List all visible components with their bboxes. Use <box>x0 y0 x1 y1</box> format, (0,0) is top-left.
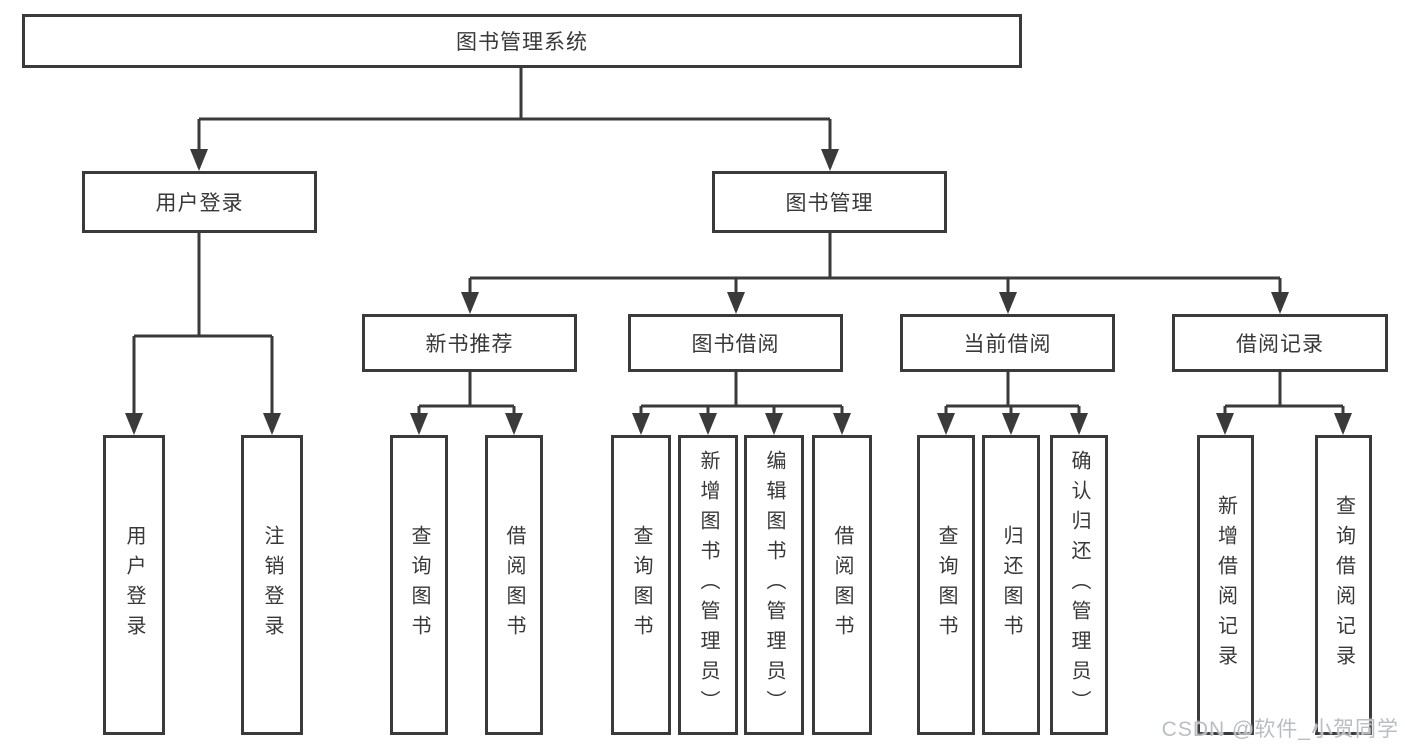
leaf-borrow-book-1: 借阅图书 <box>485 435 543 735</box>
node-book-mgmt: 图书管理 <box>712 171 947 233</box>
arrowhead <box>1334 413 1352 435</box>
leaf-confirm-return-label: 确认归还（管理员） <box>1068 450 1090 720</box>
edge-book-mgmt-stem <box>468 233 1282 311</box>
arrowhead <box>1216 413 1234 435</box>
leaf-query-borrow-record: 查询借阅记录 <box>1315 435 1372 735</box>
arrowhead <box>190 149 208 171</box>
node-root-label: 图书管理系统 <box>456 31 588 54</box>
leaf-user-login: 用户登录 <box>103 435 165 735</box>
leaf-logout: 注销登录 <box>241 435 303 735</box>
leaf-query-borrow-record-label: 查询借阅记录 <box>1332 495 1355 675</box>
node-borrow-record: 借阅记录 <box>1172 314 1388 372</box>
leaf-query-book-3-label: 查询图书 <box>935 525 957 645</box>
edge-root-stem <box>197 68 832 168</box>
node-book-borrow-label: 图书借阅 <box>691 333 780 356</box>
arrowhead <box>461 292 479 314</box>
node-user-login: 用户登录 <box>82 171 317 233</box>
node-user-login-label: 用户登录 <box>155 192 244 215</box>
leaf-query-book-1: 查询图书 <box>390 435 448 735</box>
leaf-edit-book-label: 编辑图书（管理员） <box>763 450 785 720</box>
edge-new-book-rec-stem <box>417 372 516 432</box>
arrowhead <box>999 292 1017 314</box>
leaf-borrow-book-2: 借阅图书 <box>812 435 872 735</box>
edge-borrow-record-stem <box>1223 372 1345 432</box>
arrowhead <box>765 413 783 435</box>
arrowhead <box>410 413 428 435</box>
arrowhead <box>1002 413 1020 435</box>
node-book-borrow: 图书借阅 <box>628 314 843 372</box>
edge-user-login-stem <box>132 233 274 432</box>
leaf-add-borrow-record: 新增借阅记录 <box>1197 435 1254 735</box>
leaf-add-book: 新增图书（管理员） <box>678 435 738 735</box>
node-new-book-rec-label: 新书推荐 <box>425 333 514 356</box>
arrowhead <box>937 413 955 435</box>
arrowhead <box>1271 292 1289 314</box>
arrowhead <box>632 413 650 435</box>
leaf-return-book: 归还图书 <box>982 435 1040 735</box>
leaf-add-borrow-record-label: 新增借阅记录 <box>1214 495 1237 675</box>
leaf-query-book-1-label: 查询图书 <box>408 525 430 645</box>
leaf-logout-label: 注销登录 <box>261 525 283 645</box>
arrowhead <box>727 292 745 314</box>
edge-book-borrow-stem <box>639 372 844 432</box>
node-book-mgmt-label: 图书管理 <box>785 192 874 215</box>
leaf-query-book-2-label: 查询图书 <box>630 525 652 645</box>
node-new-book-rec: 新书推荐 <box>362 314 577 372</box>
leaf-borrow-book-1-label: 借阅图书 <box>503 525 525 645</box>
edge-current-borrow-stem <box>944 372 1081 432</box>
leaf-query-book-3: 查询图书 <box>917 435 975 735</box>
node-current-borrow-label: 当前借阅 <box>963 333 1052 356</box>
node-current-borrow: 当前借阅 <box>900 314 1115 372</box>
leaf-query-book-2: 查询图书 <box>611 435 671 735</box>
arrowhead <box>833 413 851 435</box>
arrowhead <box>125 413 143 435</box>
leaf-return-book-label: 归还图书 <box>1000 525 1022 645</box>
arrowhead <box>505 413 523 435</box>
leaf-user-login-label: 用户登录 <box>123 525 145 645</box>
leaf-add-book-label: 新增图书（管理员） <box>697 450 719 720</box>
watermark: CSDN @软件_小贺同学 <box>1161 718 1399 741</box>
arrowhead <box>1070 413 1088 435</box>
arrowhead <box>821 149 839 171</box>
arrowhead <box>699 413 717 435</box>
leaf-borrow-book-2-label: 借阅图书 <box>831 525 853 645</box>
leaf-confirm-return: 确认归还（管理员） <box>1050 435 1108 735</box>
node-borrow-record-label: 借阅记录 <box>1236 333 1324 356</box>
node-root: 图书管理系统 <box>22 14 1022 68</box>
arrowhead <box>263 413 281 435</box>
leaf-edit-book: 编辑图书（管理员） <box>744 435 804 735</box>
